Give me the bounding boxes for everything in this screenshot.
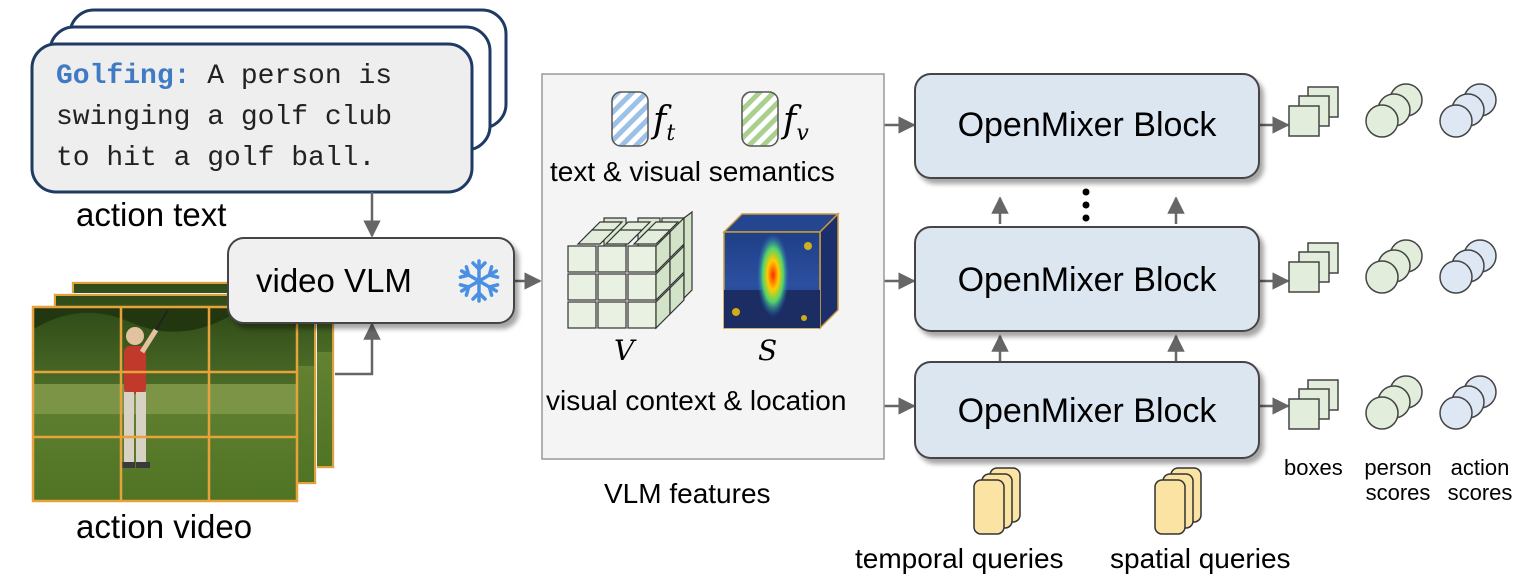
outputs-top [1288,83,1497,138]
openmixer-block-middle-label: OpenMixer Block [957,261,1217,299]
location-heatmap-cube [722,212,840,330]
video-vlm-box [227,237,515,324]
action-scores-icon [1439,83,1497,138]
action-text-line-1: Golfing: A person is [56,56,392,97]
ellipsis-dots [1082,188,1090,222]
f-t-symbol: ft [653,100,675,146]
openmixer-block-top [914,73,1260,179]
outputs-middle [1288,239,1497,294]
temporal-queries-label: temporal queries [855,543,1064,574]
person-scores-line-2: scores [1365,480,1431,505]
f-v-base: f [783,100,797,141]
openmixer-block-middle [914,226,1260,332]
action-keyword: Golfing: [56,61,191,92]
openmixer-block-bottom-label: OpenMixer Block [957,392,1217,430]
action-video-label: action video [76,508,253,545]
boxes-label: boxes [1284,455,1343,480]
v-symbol: V [614,334,635,367]
connectors [332,116,1290,415]
video-frame-front [31,305,299,503]
action-scores-icon [1439,375,1497,430]
person-scores-icon [1365,239,1423,294]
text-visual-semantics-label: text & visual semantics [550,156,835,187]
visual-context-location-label: visual context & location [546,385,847,416]
person-scores-line-1: person [1364,455,1432,480]
boxes-icon [1288,242,1339,293]
action-text-cards [30,8,508,194]
boxes-icon [1288,379,1339,430]
snowflake-icon [456,259,502,303]
striped-green-feature-icon [741,91,779,147]
action-text-line-2: swinging a golf club [56,102,393,133]
text-card-front [30,42,474,194]
visual-context-cube [567,210,693,330]
spatial-queries-label: spatial queries [1110,543,1291,574]
golfer-figure [121,309,169,468]
action-scores-line-2: scores [1447,480,1513,505]
action-text-label: action text [76,196,227,233]
openmixer-block-top-label: OpenMixer Block [957,106,1217,144]
person-scores-icon [1365,83,1423,138]
arrow-video-to-vlm [332,322,381,376]
s-symbol: S [758,334,778,367]
vlm-features-label: VLM features [604,478,771,509]
boxes-icon [1288,86,1339,137]
temporal-queries-icon [973,467,1021,535]
f-v-symbol: fv [783,100,809,146]
striped-blue-feature-icon [611,91,649,147]
f-t-base: f [653,100,667,141]
action-scores-line-1: action [1450,455,1510,480]
action-scores-icon [1439,239,1497,294]
f-v-sub: v [796,121,809,147]
openmixer-block-bottom [914,361,1260,459]
spatial-queries-icon [1154,467,1202,535]
f-t-sub: t [666,121,676,147]
action-text-line-1-rest: A person is [190,61,393,92]
person-scores-icon [1365,375,1423,430]
outputs-bottom [1288,375,1497,430]
video-vlm-label: video VLM [256,262,412,299]
action-text-line-3: to hit a golf ball. [56,143,376,174]
